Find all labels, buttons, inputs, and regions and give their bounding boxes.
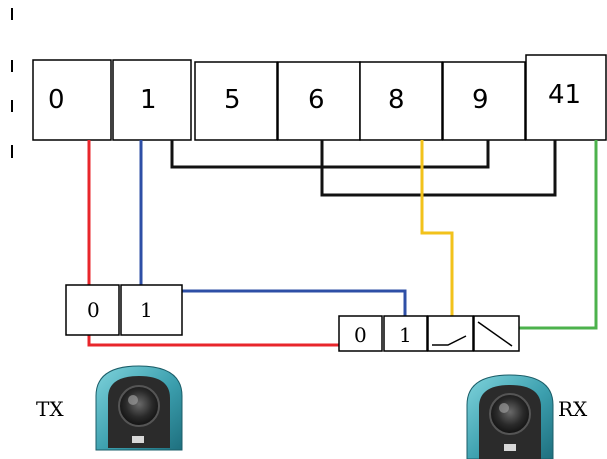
tx-label: TX xyxy=(36,397,64,421)
terminal-9-label: 9 xyxy=(472,85,489,115)
black-jumpers xyxy=(170,140,557,197)
tx-terminal-0-label: 0 xyxy=(87,298,100,322)
terminal-8-label: 8 xyxy=(388,85,405,115)
terminal-5-label: 5 xyxy=(224,85,241,115)
terminal-block xyxy=(32,54,607,141)
blue-wire-bottom xyxy=(182,289,407,316)
yellow-wire xyxy=(420,140,454,316)
relay-contact-symbols xyxy=(432,321,513,347)
terminal-41-label: 41 xyxy=(548,80,581,110)
terminal-41-box xyxy=(525,54,607,141)
tx-terminal-1-box xyxy=(120,284,183,336)
green-wire xyxy=(519,140,598,330)
terminal-0-label: 0 xyxy=(48,85,65,115)
terminal-1-label: 1 xyxy=(140,85,157,115)
rx-terminal-1-label: 1 xyxy=(399,323,412,347)
terminal-0-box xyxy=(32,59,112,141)
rx-terminal-0-label: 0 xyxy=(354,323,367,347)
red-wire-bottom xyxy=(87,335,339,347)
terminal-9-box xyxy=(442,61,526,141)
rx-terminal-1-box xyxy=(383,315,428,352)
tx-terminal-1-label: 1 xyxy=(140,298,153,322)
terminal-6-label: 6 xyxy=(308,85,325,115)
tx-device-icon xyxy=(95,365,183,451)
terminal-5-box xyxy=(194,61,278,141)
rx-device-icon xyxy=(466,374,554,459)
rx-label: RX xyxy=(558,397,588,421)
terminal-8-box xyxy=(359,61,443,141)
rx-relay-contact-box-2 xyxy=(473,315,520,352)
terminal-1-box xyxy=(112,59,192,141)
tx-terminal-0-box xyxy=(65,284,120,336)
rx-terminal-block xyxy=(338,315,520,352)
tx-terminal-block xyxy=(65,284,183,336)
rx-terminal-0-box xyxy=(338,315,383,352)
terminal-6-box xyxy=(277,61,361,141)
